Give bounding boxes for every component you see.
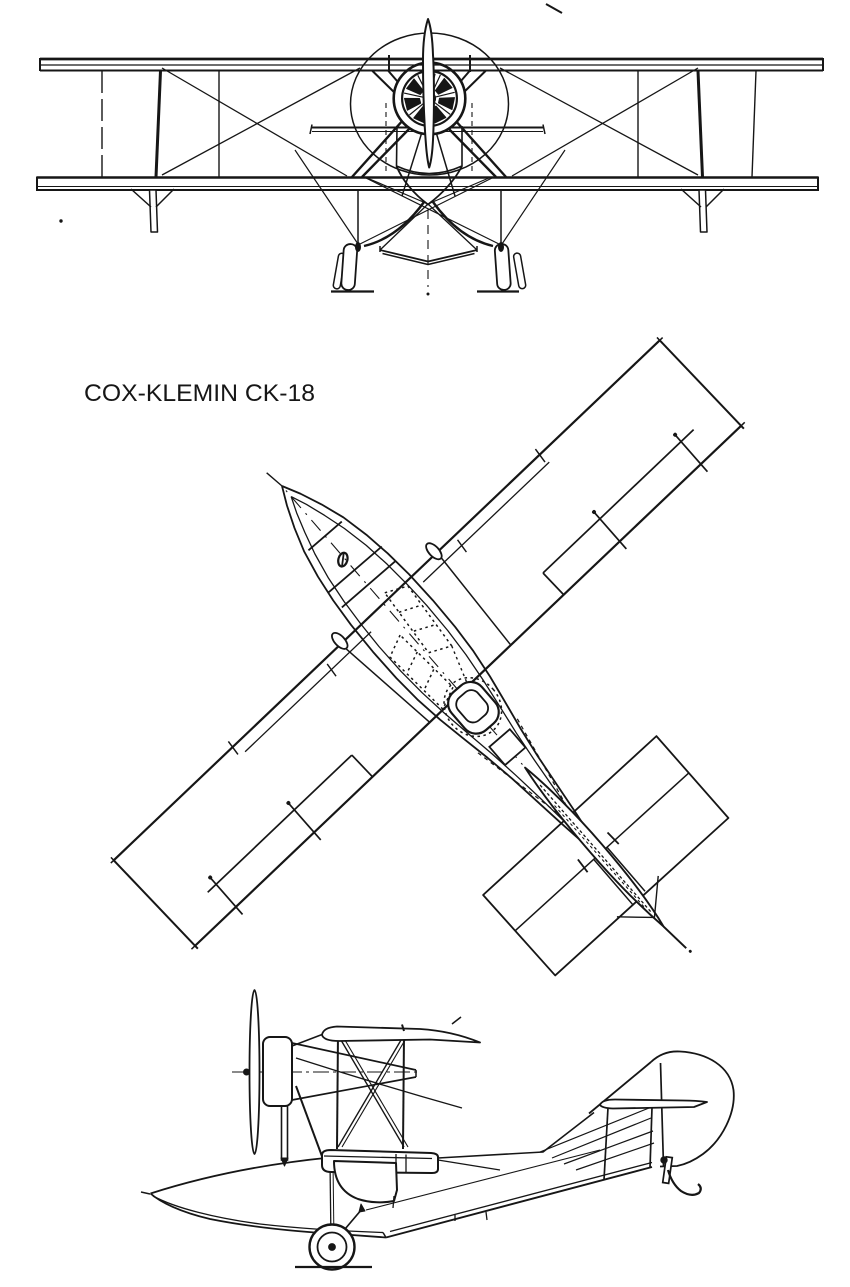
svg-text:COX-KLEMIN CK-18: COX-KLEMIN CK-18 [84,380,315,407]
